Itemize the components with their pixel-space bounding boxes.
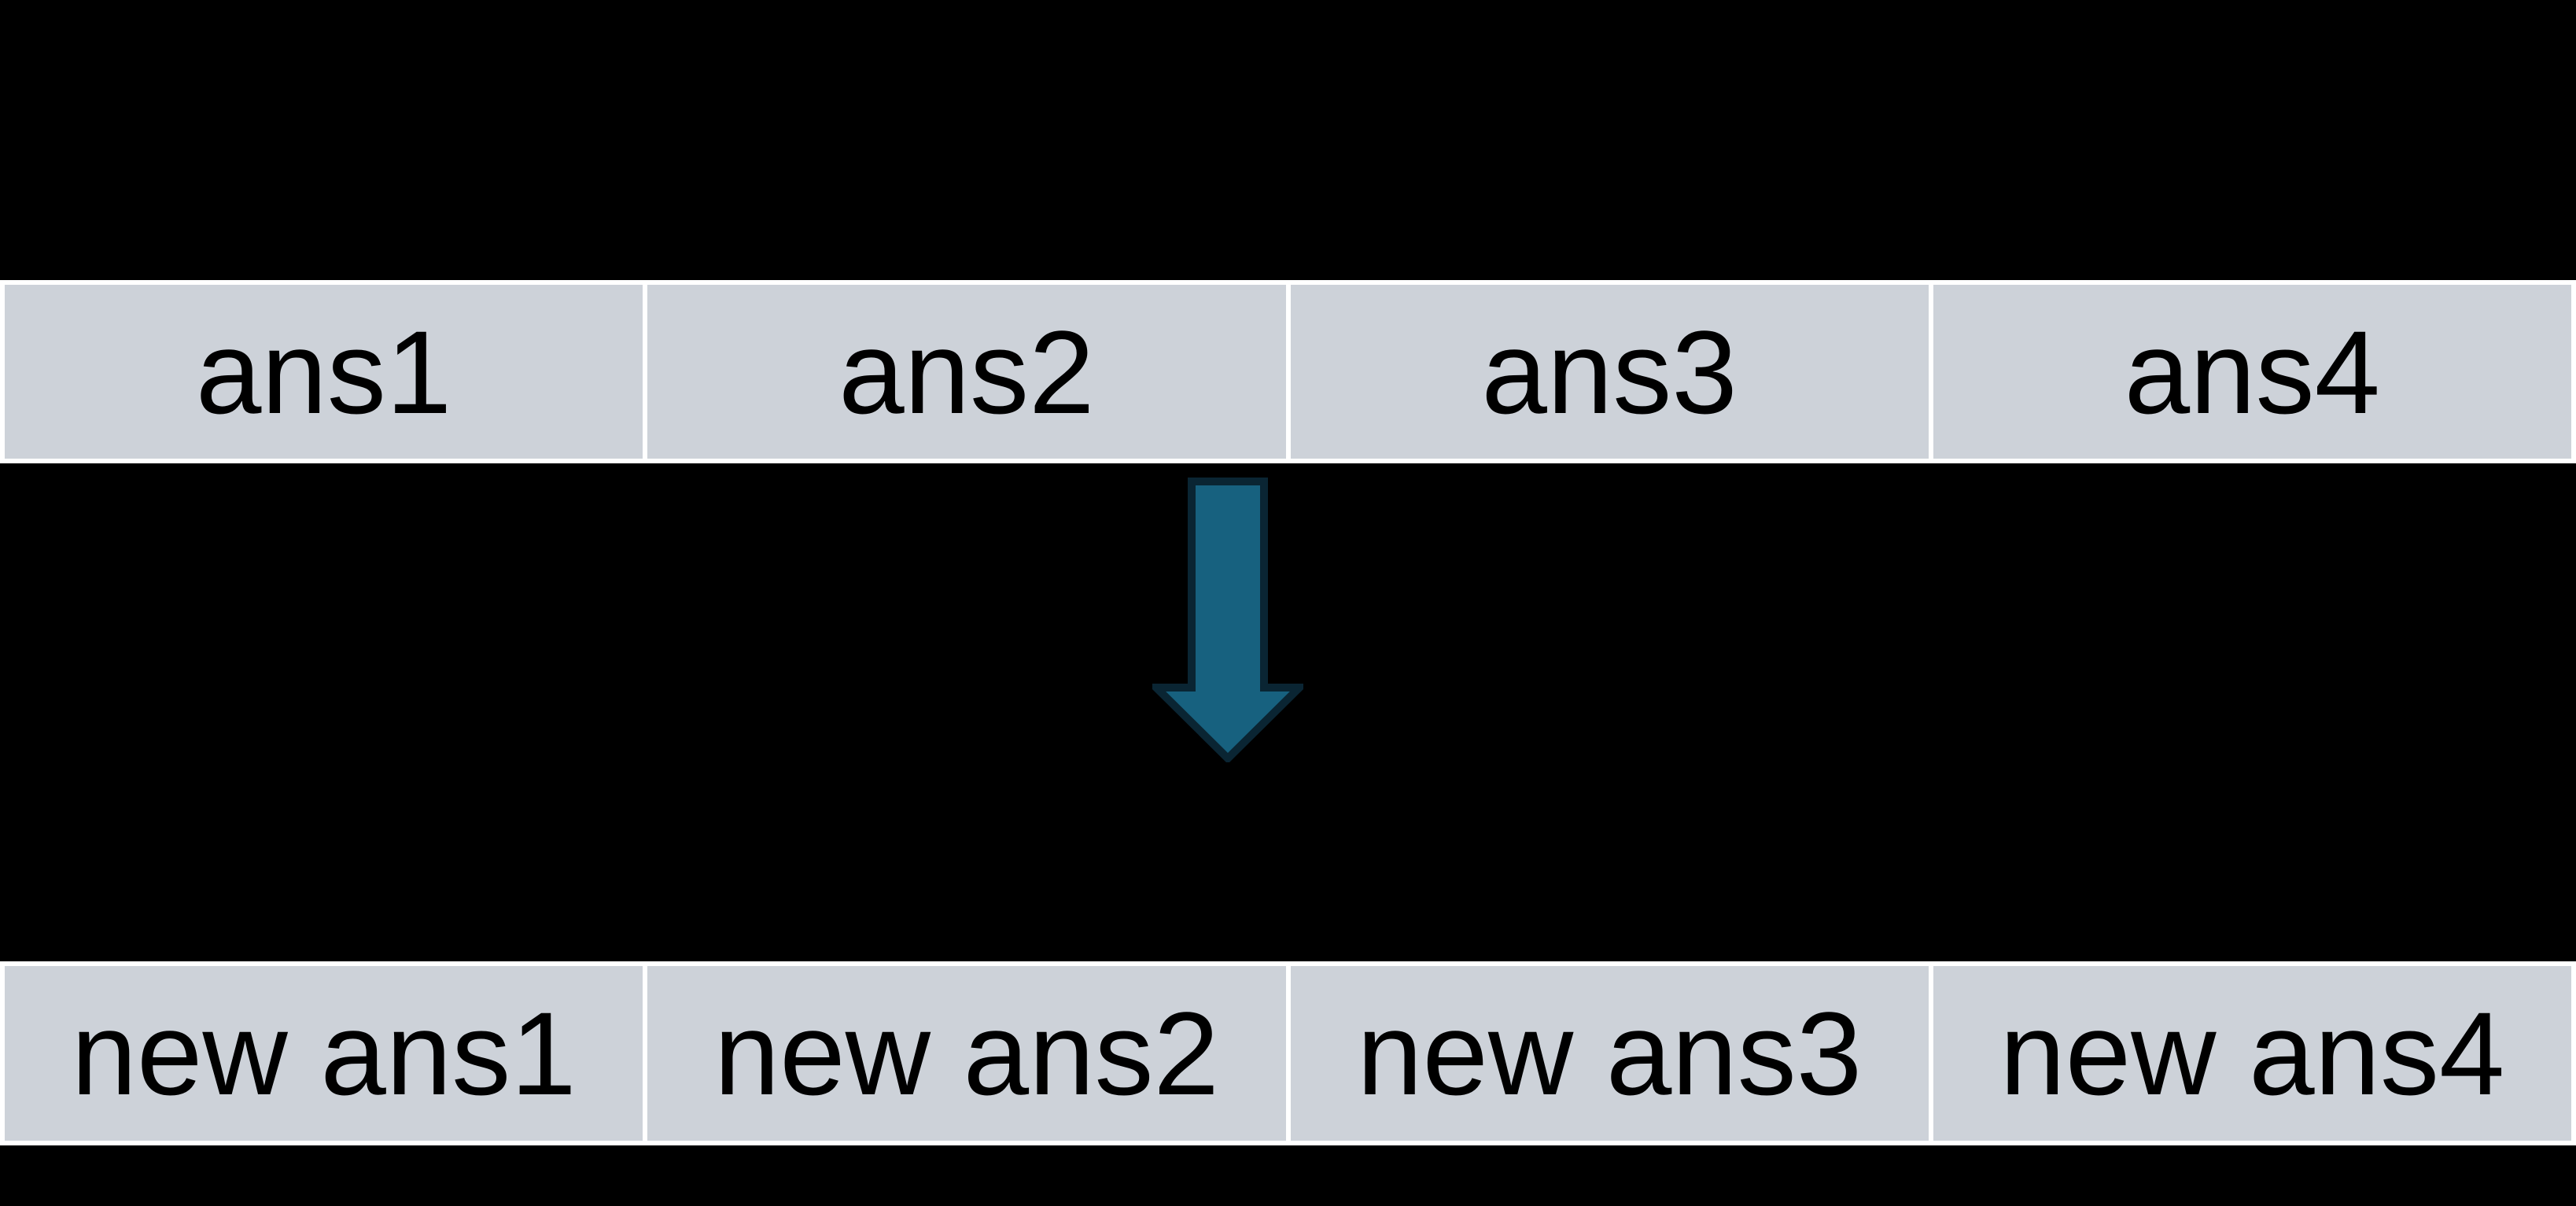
- cell-new-ans3: new ans3: [1290, 966, 1929, 1141]
- down-arrow-icon: [1152, 478, 1303, 762]
- top-answer-row: ans1 ans2 ans3 ans4: [0, 280, 2576, 463]
- down-arrow-shape: [1152, 478, 1303, 762]
- bottom-answer-row: new ans1 new ans2 new ans3 new ans4: [0, 961, 2576, 1145]
- cell-ans4: ans4: [1933, 285, 2571, 459]
- down-arrow: [1152, 478, 1303, 762]
- cell-ans3: ans3: [1290, 285, 1929, 459]
- cell-new-ans4: new ans4: [1933, 966, 2571, 1141]
- cell-new-ans1: new ans1: [5, 966, 643, 1141]
- cell-ans1: ans1: [5, 285, 643, 459]
- cell-new-ans2: new ans2: [647, 966, 1286, 1141]
- cell-ans2: ans2: [647, 285, 1286, 459]
